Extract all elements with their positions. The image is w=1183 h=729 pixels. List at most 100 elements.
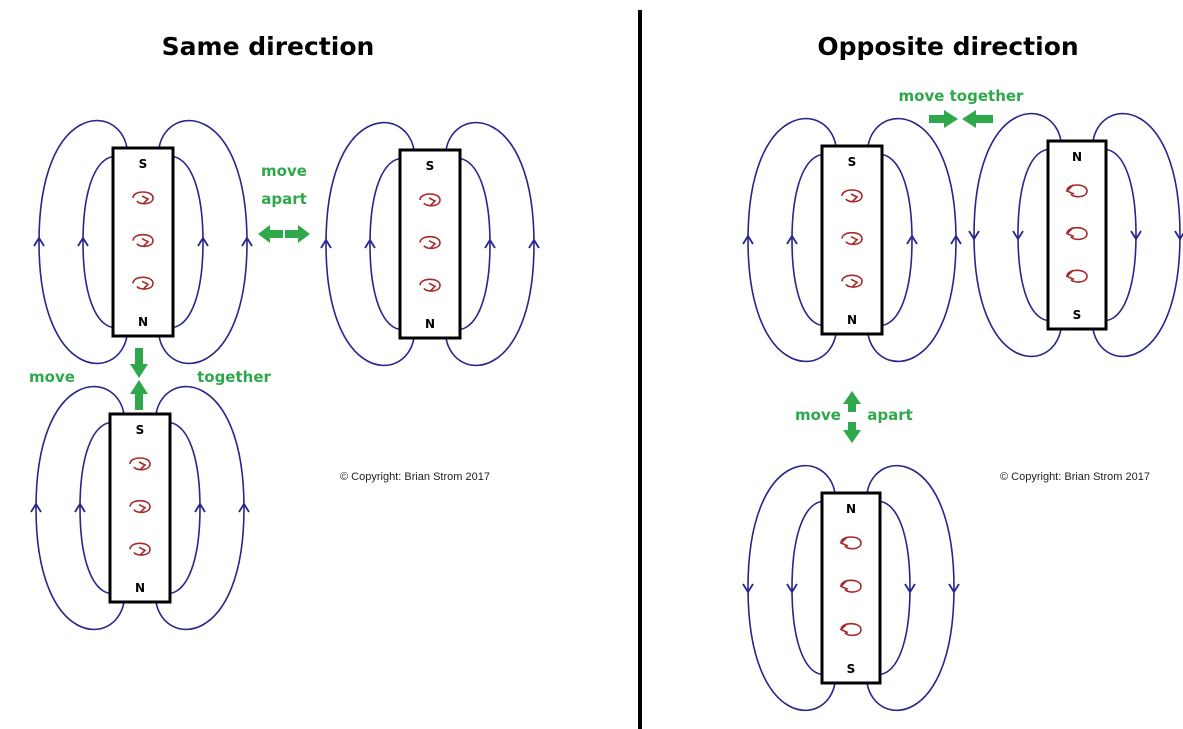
left-apart-arrow-left [258, 225, 283, 243]
field-arrow-left-left-top-0-right [197, 236, 209, 247]
field-arrow-left-left-bottom-1-right [238, 502, 250, 513]
field-arrow-right-bottom-1-left [742, 583, 754, 594]
magnet-right-right [1046, 139, 1108, 331]
field-line-left-left-bottom-1-right [155, 385, 245, 631]
field-arrow-left-left-top-0-left [77, 236, 89, 247]
magnet-left-left-bottom [108, 412, 172, 604]
right-move-apart-label-move: move [795, 406, 841, 424]
field-arrow-left-right-1-right [528, 238, 540, 249]
left-copyright: © Copyright: Brian Strom 2017 [340, 471, 490, 483]
spin-head-left-left-bottom-1 [138, 503, 147, 514]
pole-bottom-left-left-bottom: N [135, 581, 145, 595]
field-arrow-right-right-0-right [1130, 230, 1142, 241]
field-arrow-right-right-0-left [1012, 230, 1024, 241]
spin-arrow-right-left-top-0 [841, 189, 863, 203]
field-arrow-left-left-top-1-left [33, 236, 45, 247]
left-apart-arrow-right [285, 225, 310, 243]
field-arrow-right-bottom-1-right [948, 583, 960, 594]
field-line-right-bottom-1-right [866, 464, 955, 712]
spin-head-left-right-1 [428, 239, 437, 250]
spin-head-right-bottom-1 [839, 579, 849, 591]
left-move-together-label-move: move [29, 368, 75, 386]
field-arrow-right-left-top-1-right [950, 234, 962, 245]
spin-head-right-right-0 [1065, 184, 1075, 195]
right-move-apart-label-apart: apart [867, 406, 913, 424]
field-arrow-right-bottom-0-left [786, 583, 798, 594]
left-together-arrow-up [130, 380, 148, 410]
right-copyright: © Copyright: Brian Strom 2017 [1000, 471, 1150, 483]
right-together-arrow-left [962, 110, 993, 128]
spin-head-left-left-bottom-0 [138, 461, 147, 471]
spin-arrow-left-right-2 [419, 278, 441, 292]
magnet-right-bottom [820, 491, 882, 685]
spin-head-right-bottom-2 [839, 623, 849, 634]
field-arrow-left-left-bottom-0-right [194, 502, 206, 513]
left-together-arrow-down [130, 348, 148, 378]
left-panel-title: Same direction [162, 32, 375, 61]
left-move-apart-label-line2: apart [261, 190, 307, 208]
pole-bottom-right-bottom: S [847, 662, 856, 676]
field-arrow-left-right-1-left [320, 238, 332, 249]
field-line-right-right-1-right [1092, 112, 1181, 358]
spin-head-right-right-2 [1065, 269, 1075, 281]
right-apart-arrow-down [843, 422, 861, 443]
pole-bottom-left-left-top: N [138, 315, 148, 329]
pole-bottom-right-right: S [1073, 308, 1082, 322]
left-move-together-label-together: together [197, 368, 271, 386]
field-arrow-right-right-1-left [968, 230, 980, 241]
field-line-left-right-1-right [445, 121, 535, 367]
field-line-left-left-top-1-left [38, 119, 128, 365]
spin-arrow-left-right-1 [419, 235, 441, 250]
spin-arrow-left-left-top-2 [132, 276, 154, 290]
magnet-right-left-top [820, 144, 884, 336]
spin-head-left-left-top-2 [141, 280, 150, 290]
spin-arrow-left-left-top-1 [132, 233, 154, 248]
spin-arrow-left-left-bottom-2 [129, 542, 151, 556]
left-move-apart-label-line1: move [261, 162, 307, 180]
spin-arrow-left-left-bottom-0 [129, 457, 151, 471]
field-line-right-left-top-1-right [867, 117, 957, 363]
field-line-left-left-top-1-right [158, 119, 248, 365]
pole-top-left-left-top: S [139, 157, 148, 171]
right-move-together-label: move together [899, 87, 1025, 105]
field-arrow-left-left-top-1-right [241, 236, 253, 247]
spin-arrow-left-left-bottom-1 [129, 499, 151, 514]
field-line-right-right-1-left [973, 112, 1062, 358]
spin-head-right-left-top-0 [850, 193, 859, 203]
right-apart-arrow-up [843, 391, 861, 412]
field-arrow-right-right-1-right [1174, 230, 1183, 241]
spin-head-right-left-top-1 [850, 235, 859, 246]
field-arrow-right-left-top-0-left [786, 234, 798, 245]
spin-head-left-right-2 [428, 282, 437, 292]
spin-head-right-right-1 [1065, 227, 1075, 238]
spin-arrow-left-left-top-0 [132, 191, 154, 205]
field-line-left-right-1-left [325, 121, 415, 367]
field-line-right-left-top-1-left [747, 117, 837, 363]
field-arrow-left-left-bottom-0-left [74, 502, 86, 513]
spin-head-left-left-top-1 [141, 237, 150, 248]
spin-head-right-bottom-0 [839, 536, 849, 547]
magnet-left-left-top [111, 146, 175, 338]
field-arrow-left-left-bottom-1-left [30, 502, 42, 513]
pole-top-left-left-bottom: S [136, 423, 145, 437]
field-arrow-right-bottom-0-right [904, 583, 916, 594]
field-arrow-left-right-0-left [364, 238, 376, 249]
spin-head-right-left-top-2 [850, 278, 859, 288]
pole-top-right-right: N [1072, 150, 1082, 164]
spin-arrow-left-right-0 [419, 193, 441, 207]
pole-top-right-bottom: N [846, 502, 856, 516]
field-line-right-bottom-1-left [747, 464, 836, 712]
spin-arrow-right-left-top-1 [841, 231, 863, 246]
pole-bottom-left-right: N [425, 317, 435, 331]
right-panel-title: Opposite direction [817, 32, 1078, 61]
magnet-left-right [398, 148, 462, 340]
spin-head-left-left-top-0 [141, 195, 150, 205]
spin-head-left-right-0 [428, 197, 437, 207]
field-arrow-left-right-0-right [484, 238, 496, 249]
field-arrow-right-left-top-0-right [906, 234, 918, 245]
field-lines [30, 112, 1183, 712]
pole-top-left-right: S [426, 159, 435, 173]
spin-arrow-right-left-top-2 [841, 274, 863, 288]
